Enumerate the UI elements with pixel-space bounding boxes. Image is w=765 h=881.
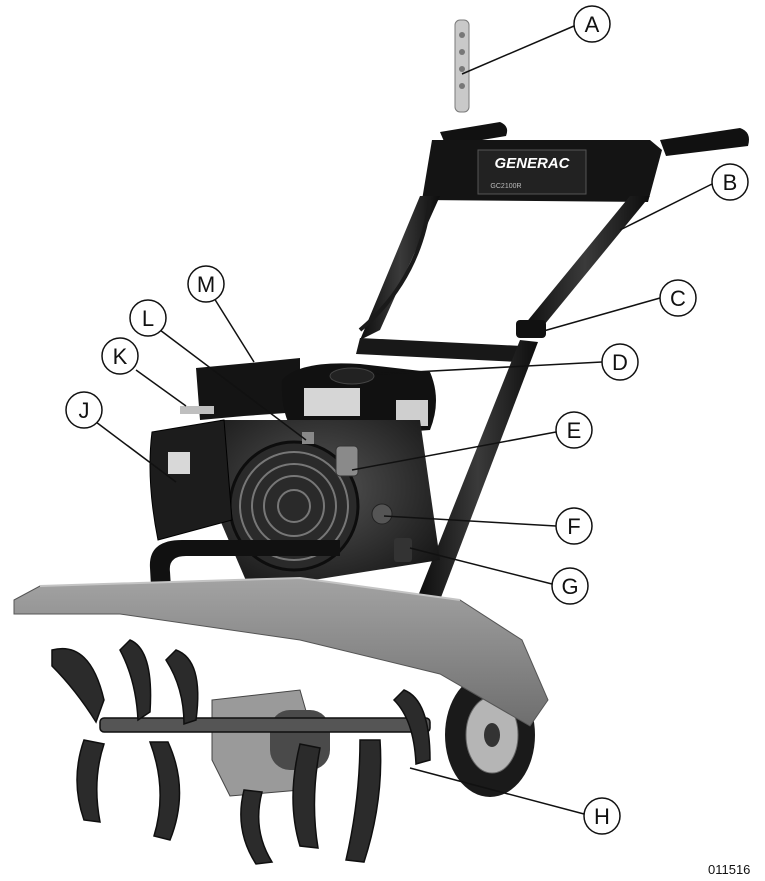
callout-k-circle <box>101 337 139 375</box>
engine-cover <box>196 358 300 420</box>
tine-shield <box>13 576 549 727</box>
callout-l-label: L <box>142 306 154 331</box>
callout-h-label: H <box>594 804 610 829</box>
callout-e-circle <box>555 411 593 449</box>
handle-height-knob <box>516 320 546 338</box>
control-cable <box>358 199 432 332</box>
fuel-cap <box>329 367 375 385</box>
callout-g-circle <box>551 567 589 605</box>
right-grip <box>660 128 749 156</box>
air-filter <box>149 419 233 541</box>
brand-logo-plate <box>477 149 587 195</box>
handlebar-lower-frame <box>418 340 538 600</box>
oil-fill <box>394 538 412 562</box>
front-bumper <box>149 540 340 604</box>
callout-h-circle <box>583 797 621 835</box>
recoil-starter-handle <box>335 445 359 477</box>
tines <box>51 639 431 865</box>
brand-logo-text: GENERAC <box>494 155 570 172</box>
handlebar-left-tube <box>360 196 440 340</box>
callout-m-circle <box>187 265 225 303</box>
callout-c-label: C <box>670 286 686 311</box>
callout-l-circle <box>129 299 167 337</box>
handlebar-cross-bar <box>356 338 522 362</box>
callout-k-label: K <box>113 344 128 369</box>
engine-switch <box>302 432 314 444</box>
callout-d-label: D <box>612 350 628 375</box>
callout-f-circle <box>555 507 593 545</box>
callout-f-label: F <box>567 514 580 539</box>
callout-b-circle <box>711 163 749 201</box>
callout-a-label: A <box>585 12 600 37</box>
callout-d-circle <box>601 343 639 381</box>
callout-g-label: G <box>561 574 578 599</box>
callout-c-circle <box>659 279 697 317</box>
model-plate-text: GC2100R <box>490 183 521 190</box>
figure-id: 011516 <box>708 862 751 877</box>
callouts: A B C D E F G H J K <box>65 5 749 835</box>
callout-j-label: J <box>79 398 90 423</box>
choke-control <box>371 503 393 525</box>
callout-e-label: E <box>567 418 582 443</box>
handlebar-right-tube <box>520 196 650 330</box>
callout-j-circle <box>65 391 103 429</box>
throttle-lever <box>180 406 214 414</box>
callout-a-circle <box>573 5 611 43</box>
handlebar-assembly: GENERAC GC2100R <box>356 19 749 600</box>
callout-b-label: B <box>723 170 738 195</box>
callout-m-label: M <box>197 272 215 297</box>
